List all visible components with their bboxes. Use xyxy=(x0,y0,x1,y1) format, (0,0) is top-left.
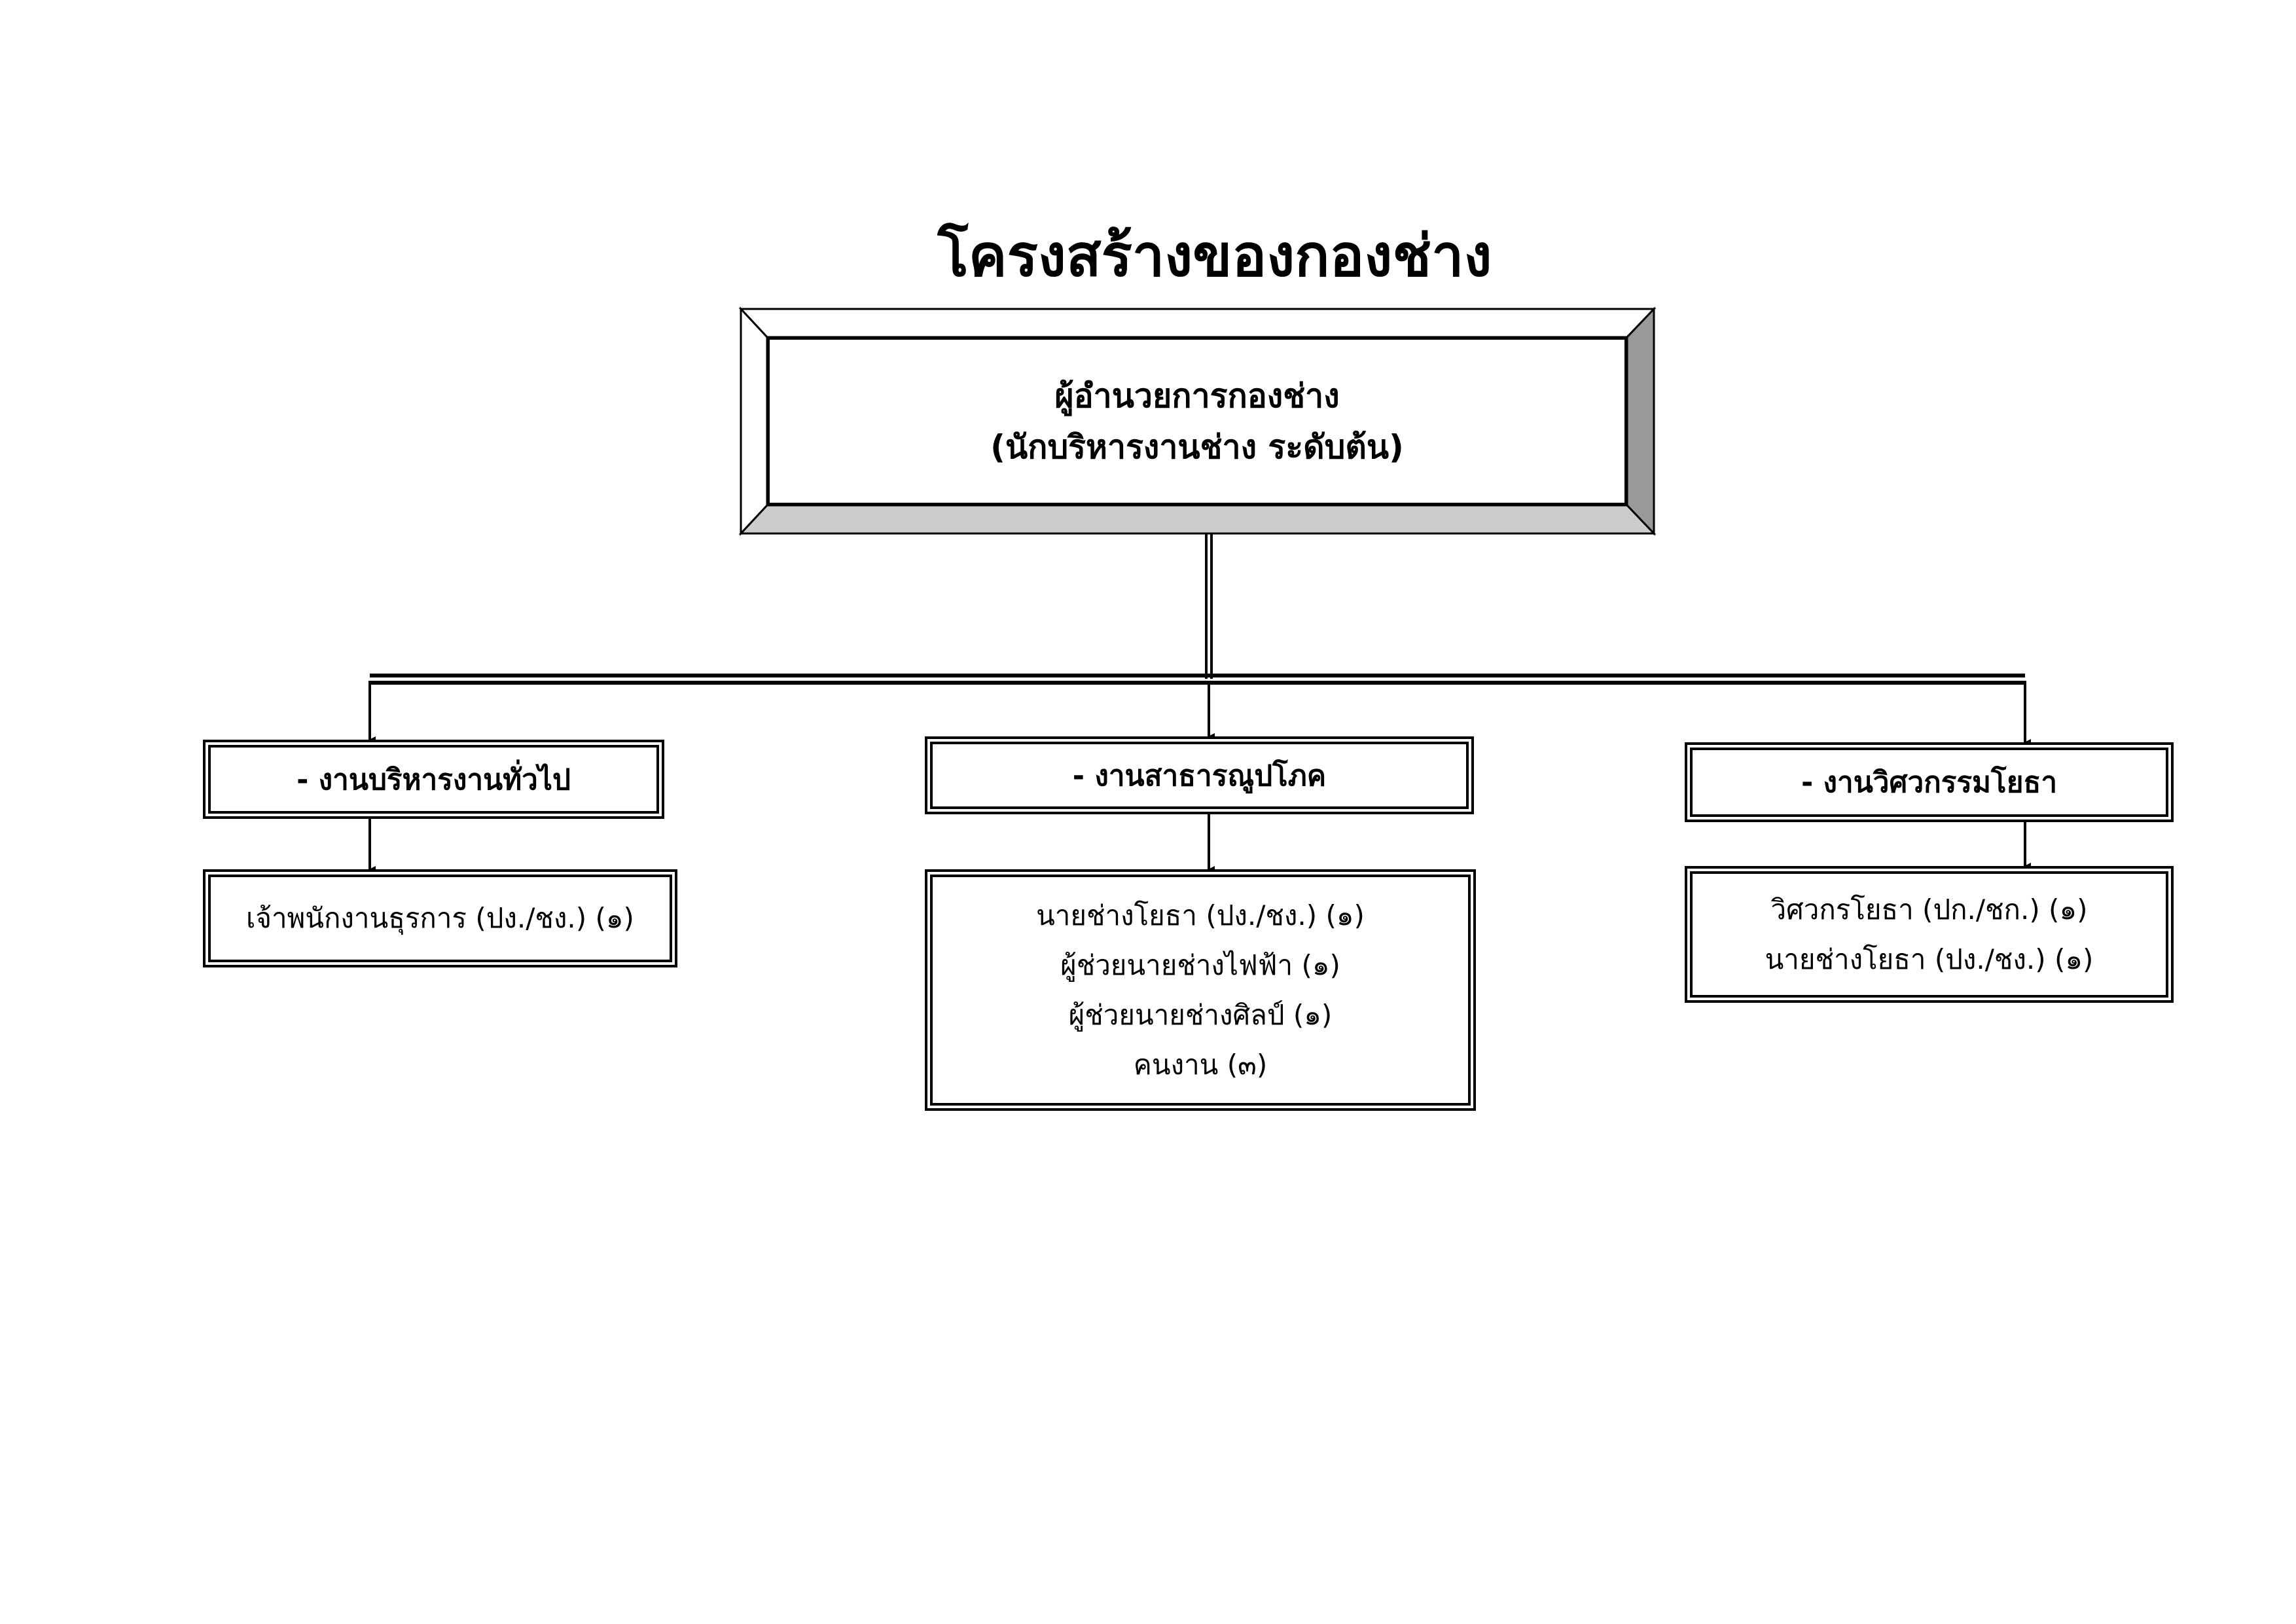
bevel-top xyxy=(738,308,1657,338)
section-label: - งานสาธารณูปโภค xyxy=(1072,759,1327,793)
staff-item: นายช่างโยธา (ปง./ชง.) (๑) xyxy=(1036,899,1365,931)
bevel-bottom xyxy=(738,504,1657,535)
page-title: โครงสร้างของกองช่าง xyxy=(937,222,1492,289)
staff-box-civil-engineering: วิศวกรโยธา (ปก./ชก.) (๑) นายช่างโยธา (ปง… xyxy=(1685,866,2174,1003)
bevel-left xyxy=(740,306,768,536)
director-title: ผู้อำนวยการกองช่าง xyxy=(1054,376,1340,415)
section-box-civil-engineering: - งานวิศวกรรมโยธา xyxy=(1685,742,2174,822)
section-box-public-utilities: - งานสาธารณูปโภค xyxy=(925,736,1474,814)
staff-item: นายช่างโยธา (ปง./ชง.) (๑) xyxy=(1765,943,2094,975)
director-box: ผู้อำนวยการกองช่าง (นักบริหารงานช่าง ระด… xyxy=(767,337,1627,505)
staff-item: คนงาน (๓) xyxy=(1133,1048,1268,1081)
staff-item: ผู้ช่วยนายช่างศิลป์ (๑) xyxy=(1068,998,1333,1031)
staff-box-general-admin: เจ้าพนักงานธุรการ (ปง./ชง.) (๑) xyxy=(203,869,677,967)
director-position: (นักบริหารงานช่าง ระดับต้น) xyxy=(990,427,1404,466)
bevel-right xyxy=(1626,306,1655,536)
staff-box-public-utilities: นายช่างโยธา (ปง./ชง.) (๑) ผู้ช่วยนายช่าง… xyxy=(925,869,1476,1111)
staff-item: เจ้าพนักงานธุรการ (ปง./ชง.) (๑) xyxy=(246,902,634,934)
staff-item: วิศวกรโยธา (ปก./ชก.) (๑) xyxy=(1770,893,2088,926)
section-label: - งานวิศวกรรมโยธา xyxy=(1801,766,2058,799)
section-label: - งานบริหารงานทั่วไป xyxy=(296,763,571,797)
section-box-general-admin: - งานบริหารงานทั่วไป xyxy=(203,740,664,819)
staff-item: ผู้ช่วยนายช่างไฟฟ้า (๑) xyxy=(1060,948,1340,981)
